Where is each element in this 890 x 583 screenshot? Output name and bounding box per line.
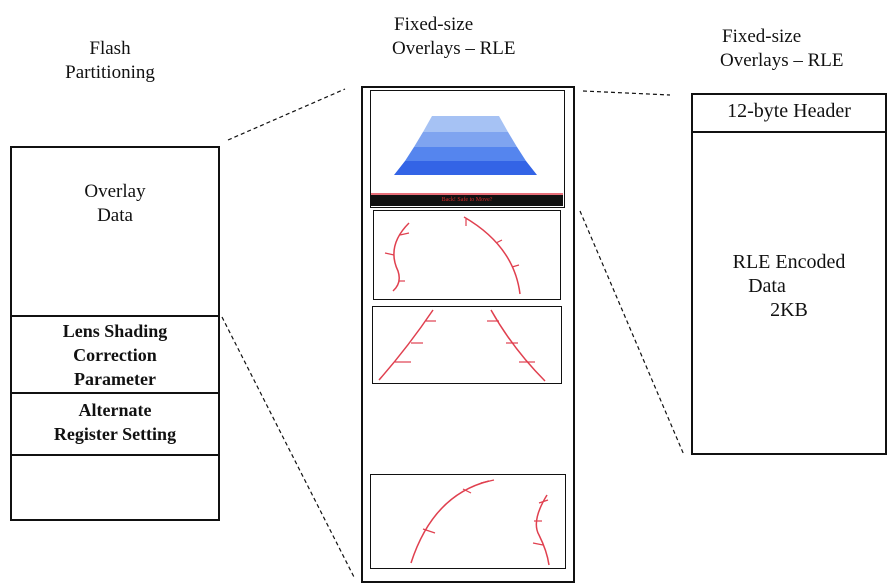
lens-shading-line3: Parameter <box>74 369 156 389</box>
flash-heading-line1: Flash <box>89 38 131 59</box>
guide-line-left <box>392 222 410 292</box>
pyramid-layer-top <box>423 116 508 132</box>
mid-heading-line2: Overlays – RLE <box>392 38 516 59</box>
guide-tick <box>538 499 549 504</box>
pyramid-graphic <box>371 116 563 206</box>
flash-heading-line2: Partitioning <box>65 62 155 83</box>
partition-divider-3 <box>12 454 218 456</box>
guide-line-left <box>410 480 490 564</box>
right-heading: Fixed-size Overlays – RLE <box>720 25 880 73</box>
warning-banner <box>371 195 563 206</box>
rle-body-line1: RLE Encoded <box>732 251 846 273</box>
rle-header-label: 12-byte Header <box>727 100 851 122</box>
guide-lines-graphic-1 <box>384 216 521 295</box>
overlay-data-label: Overlay Data <box>12 180 218 228</box>
guide-tick <box>422 528 436 534</box>
rle-body-label: RLE Encoded Data 2KB <box>693 250 885 322</box>
flash-partition-box: Overlay Data Lens Shading Correction Par… <box>10 146 220 521</box>
pyramid-layer-2 <box>414 132 517 147</box>
rle-header-divider <box>693 131 885 133</box>
overlay-thumbnail-pyramid: Back! Safe to Move? <box>370 90 565 208</box>
guide-line-left <box>378 309 434 381</box>
lens-shading-line2: Correction <box>73 345 157 365</box>
connector-rle-top <box>582 90 671 96</box>
lens-shading-line1: Lens Shading <box>62 321 168 341</box>
alternate-register-line2: Register Setting <box>53 424 177 444</box>
overlay-thumbnail-guides-3 <box>370 474 566 569</box>
rle-structure-box: 12-byte Header RLE Encoded Data 2KB <box>691 93 887 455</box>
overlay-data-section: Overlay Data <box>12 148 218 315</box>
pyramid-layer-3 <box>405 147 526 161</box>
alternate-register-section: Alternate Register Setting <box>12 398 218 446</box>
guide-lines-graphic-3 <box>410 479 550 566</box>
flash-heading: Flash Partitioning <box>50 37 170 85</box>
overlay-thumbnail-guides-1 <box>373 210 561 300</box>
overlay-data-line2: Data <box>97 205 133 226</box>
mid-heading-line1: Fixed-size <box>394 14 474 35</box>
connector-rle-bottom <box>579 210 685 456</box>
partition-divider-2 <box>12 392 218 394</box>
lens-shading-section: Lens Shading Correction Parameter <box>12 319 218 391</box>
connector-flash-bottom <box>221 316 356 580</box>
alternate-register-line1: Alternate <box>78 400 152 420</box>
guide-tick <box>399 232 410 236</box>
partition-divider-1 <box>12 315 218 317</box>
guide-tick <box>511 264 520 268</box>
right-heading-line1: Fixed-size <box>722 26 802 47</box>
guide-tick <box>462 488 472 494</box>
pyramid-layer-base <box>394 161 537 175</box>
right-heading-line2: Overlays – RLE <box>720 50 844 71</box>
warning-banner-text: Back! Safe to Move? <box>441 197 493 203</box>
guide-tick <box>495 239 503 244</box>
guide-tick <box>480 479 495 484</box>
guide-lines-graphic-2 <box>378 309 546 382</box>
guide-tick <box>532 542 544 546</box>
mid-heading: Fixed-size Overlays – RLE <box>392 13 552 61</box>
guide-line-right <box>490 309 546 382</box>
overlay-thumbnail-guides-2 <box>372 306 562 384</box>
rle-body-line2: Data <box>748 275 786 297</box>
guide-tick <box>384 252 395 256</box>
guide-line-right <box>535 494 550 566</box>
overlay-data-line1: Overlay <box>84 181 146 202</box>
rle-body-line3: 2KB <box>770 299 808 321</box>
guide-line-right <box>463 216 521 295</box>
connector-flash-top <box>227 88 346 141</box>
